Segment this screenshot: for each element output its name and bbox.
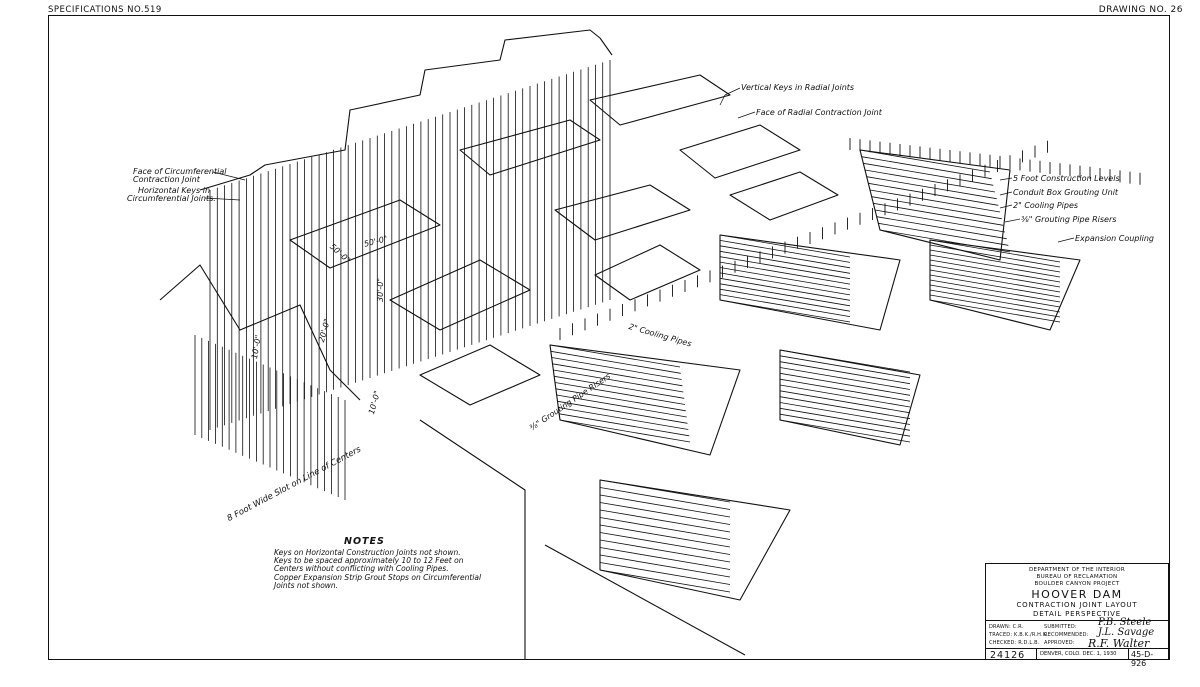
drawing-number: DRAWING NO. 26 xyxy=(1098,5,1183,15)
title-block: DEPARTMENT OF THE INTERIOR BUREAU OF REC… xyxy=(985,563,1169,668)
spec-number: SPECIFICATIONS NO.519 xyxy=(48,5,162,15)
block-top-face xyxy=(729,171,839,221)
title-main: HOOVER DAM xyxy=(1031,588,1123,601)
drawing-code: 45-D-926 xyxy=(1131,650,1154,668)
title-subtitle-2: DETAIL PERSPECTIVE xyxy=(1033,610,1121,618)
wall-top-outline xyxy=(199,29,613,191)
title-separator xyxy=(1128,648,1129,659)
drawing-place-date: DENVER, COLO. DEC. 1, 1930 xyxy=(1040,651,1117,657)
title-bureau: BUREAU OF RECLAMATION xyxy=(1036,574,1118,580)
notes-block: NOTES Keys on Horizontal Construction Jo… xyxy=(274,536,504,590)
traced-by: TRACED: K.B.K./R.H.K. xyxy=(989,632,1049,638)
label-cooling-pipes-right: 2" Cooling Pipes xyxy=(1013,201,1079,210)
block-top-face xyxy=(289,199,441,269)
block-group-outline xyxy=(779,349,921,446)
column-face-hatching xyxy=(209,60,611,430)
column-face-hatching xyxy=(194,335,346,500)
notes-body: Keys on Horizontal Construction Joints n… xyxy=(274,548,504,590)
leader-lines xyxy=(204,87,1075,243)
signature-submitted: P.B. Steele xyxy=(1098,617,1152,628)
drawing-border xyxy=(48,15,1170,660)
label-face-radial-joint: Face of Radial Contraction Joint xyxy=(756,108,882,117)
step-edge xyxy=(544,544,746,656)
title-project: BOULDER CANYON PROJECT xyxy=(1034,581,1120,587)
block-top-face xyxy=(419,344,541,406)
notes-line: Centers without conflicting with Cooling… xyxy=(274,564,449,574)
slot-edge xyxy=(419,419,526,660)
block-top-face xyxy=(389,259,531,331)
label-horiz-keys-1: Horizontal Keys in xyxy=(138,186,211,195)
recommended-label: RECOMMENDED: xyxy=(1044,632,1089,638)
submitted-label: SUBMITTED: xyxy=(1044,624,1077,630)
title-divider xyxy=(986,648,1168,649)
notes-line: Keys to be spaced approximately 10 to 12… xyxy=(274,556,464,566)
label-conduit-box: Conduit Box Grouting Unit xyxy=(1013,188,1119,197)
label-five-foot-levels: 5 Foot Construction Levels xyxy=(1013,174,1120,183)
notes-line: Keys on Horizontal Construction Joints n… xyxy=(274,548,461,557)
title-divider xyxy=(986,620,1168,621)
title-dept: DEPARTMENT OF THE INTERIOR xyxy=(1028,567,1126,573)
column-face-hatching xyxy=(779,349,911,443)
label-expansion-coupling: Expansion Coupling xyxy=(1075,234,1154,243)
checked-by: CHECKED: R.D.L.B. xyxy=(989,640,1040,646)
dimension-30ft: 30'-0" xyxy=(376,277,385,302)
block-top-face xyxy=(459,119,601,176)
signature-recommended: J.L. Savage xyxy=(1098,627,1155,638)
drawn-by: DRAWN: C.R. xyxy=(989,624,1024,630)
label-face-circ-1: Face of Circumferential xyxy=(133,167,227,176)
column-face-hatching xyxy=(859,149,1011,253)
title-separator xyxy=(1036,648,1037,659)
notes-title: NOTES xyxy=(344,536,385,547)
block-group-outline xyxy=(599,479,791,601)
wall-step-outline xyxy=(159,264,361,401)
label-horiz-keys-2: Circumferential Joints. xyxy=(127,194,216,203)
block-top-face xyxy=(554,184,691,241)
column-face-hatching xyxy=(599,479,731,593)
block-top-face xyxy=(594,244,701,301)
notes-line: Copper Expansion Strip Grout Stops on Ci… xyxy=(274,572,482,582)
notes-line: Joints not shown. xyxy=(274,580,339,590)
signature-approved: R.F. Walter xyxy=(1088,637,1150,650)
label-face-circ-2: Contraction Joint xyxy=(133,175,200,184)
drawing-sheet-number: 24126 xyxy=(990,650,1026,661)
column-face-hatching xyxy=(929,239,1061,323)
grouting-pipe-risers xyxy=(559,138,1141,340)
title-subtitle-1: CONTRACTION JOINT LAYOUT xyxy=(1016,601,1138,609)
label-grouting-risers-right: ⅜" Grouting Pipe Risers xyxy=(1021,215,1117,224)
block-top-face xyxy=(679,124,801,179)
block-top-face xyxy=(589,74,731,126)
block-group-outline xyxy=(549,344,741,456)
approved-label: APPROVED: xyxy=(1044,640,1075,646)
column-face-hatching xyxy=(549,344,691,443)
label-vertical-keys: Vertical Keys in Radial Joints xyxy=(741,83,855,92)
